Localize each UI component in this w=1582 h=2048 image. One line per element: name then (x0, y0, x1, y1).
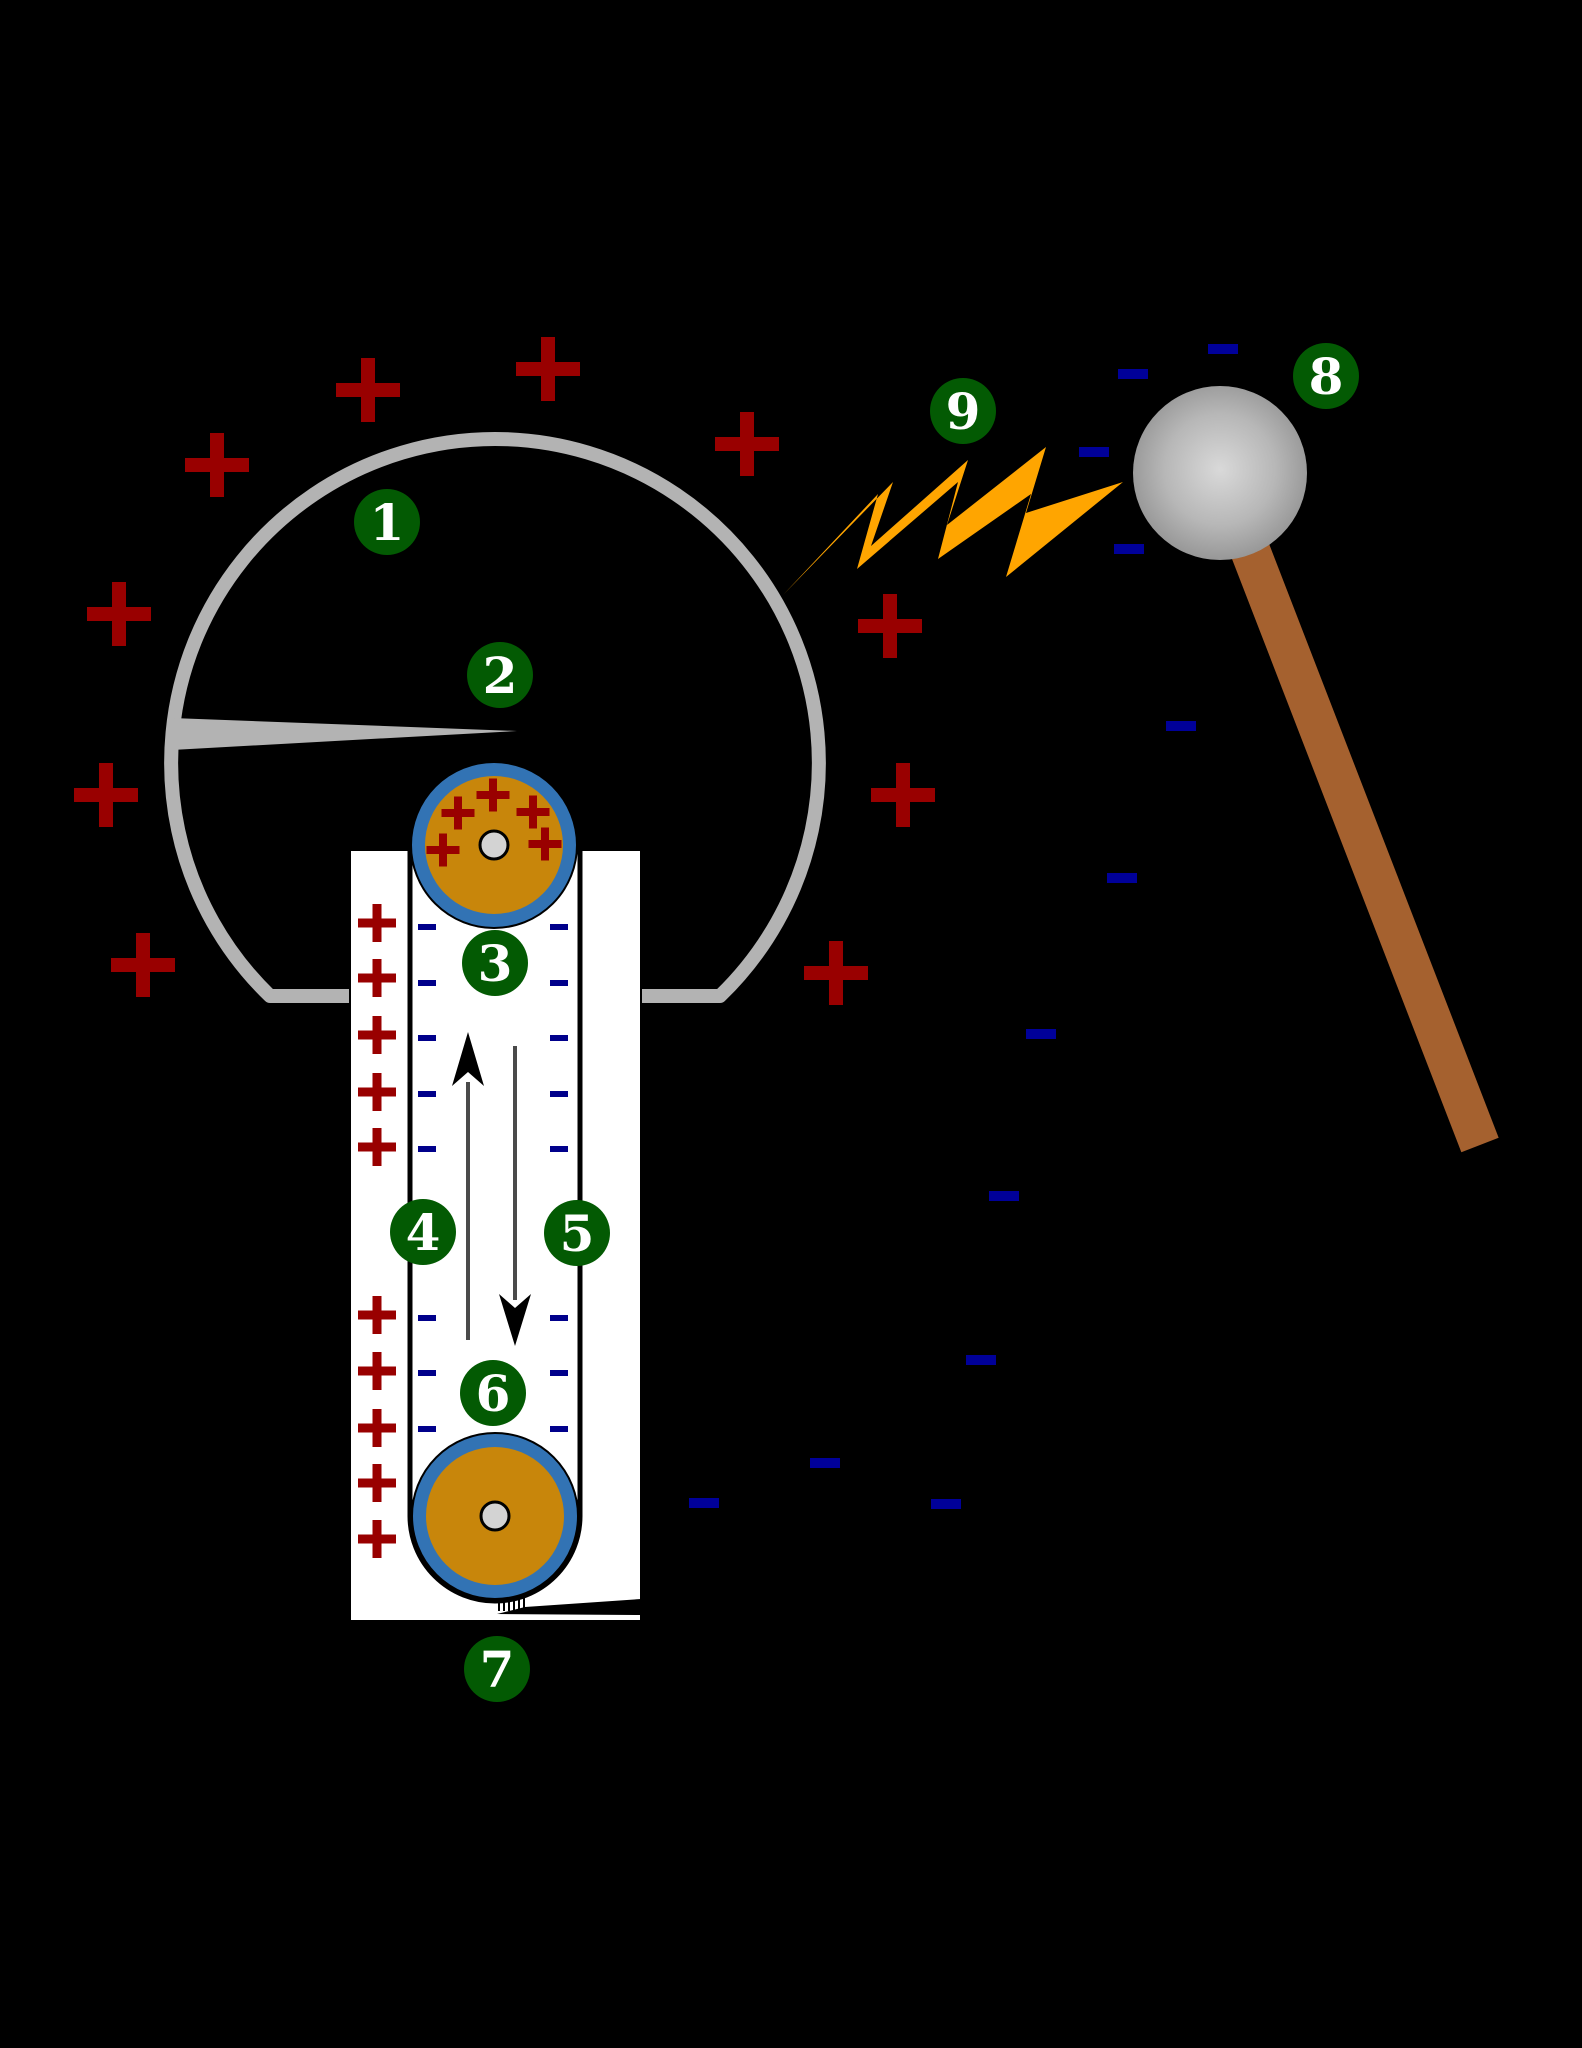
label-1-text: 1 (370, 493, 405, 552)
label-4: 4 (390, 1199, 456, 1265)
dome-shell (164, 432, 826, 1003)
label-6-circle (460, 1360, 526, 1426)
negative-charge-icon (418, 1370, 436, 1376)
negative-charge-icon (550, 980, 568, 986)
negative-charge-icon (418, 924, 436, 930)
label-6-text: 6 (476, 1364, 511, 1423)
brush-lead-wedge (497, 1599, 641, 1615)
label-2: 2 (467, 642, 533, 708)
negative-charge-icon (550, 1091, 568, 1097)
label-9: 9 (930, 378, 996, 444)
negative-charge-icon (550, 924, 568, 930)
positive-charge-icon (372, 1409, 382, 1447)
label-7: 7 (464, 1636, 530, 1702)
positive-charge-icon (541, 827, 549, 861)
lower-comb-electrode (497, 1598, 641, 1615)
positive-charge-icon (136, 933, 150, 997)
negative-charge-icon (966, 1355, 996, 1365)
positive-charge-icon (372, 1520, 382, 1558)
label-8-text: 8 (1309, 347, 1344, 406)
positive-charge-icon (372, 1296, 382, 1334)
positive-charge-icon (740, 412, 754, 476)
negative-charge-icon (418, 1146, 436, 1152)
label-3-text: 3 (478, 934, 513, 993)
label-8-circle (1293, 343, 1359, 409)
lower-roller-axle (479, 1500, 511, 1532)
upper-roller-charges (426, 778, 562, 867)
positive-charge-icon (372, 1464, 382, 1502)
negative-charge-icon (550, 1370, 568, 1376)
label-8: 8 (1293, 343, 1359, 409)
negative-charge-icon (1118, 369, 1148, 379)
negative-charge-icon (1079, 447, 1109, 457)
label-9-text: 9 (946, 382, 981, 441)
positive-charge-icon (372, 1128, 382, 1166)
lower-roller (411, 1432, 579, 1600)
label-9-circle (930, 378, 996, 444)
positive-charge-icon (529, 795, 537, 829)
positive-charge-icon (372, 904, 382, 942)
label-1: 1 (354, 489, 420, 555)
belt (407, 757, 583, 1604)
positive-charge-icon (439, 833, 447, 867)
negative-charge-icon (1026, 1029, 1056, 1039)
label-3: 3 (462, 930, 528, 996)
upper-roller-axle (478, 829, 510, 861)
negative-charge-icon (418, 1035, 436, 1041)
positive-charge-icon (372, 1073, 382, 1111)
label-1-circle (354, 489, 420, 555)
positive-charge-icon (210, 433, 224, 497)
positive-charge-icon (883, 594, 897, 658)
negative-charge-icon (1166, 721, 1196, 731)
positive-charge-icon (829, 941, 843, 1005)
label-7-text: 7 (480, 1640, 515, 1699)
positive-charge-icon (99, 763, 113, 827)
negative-charge-icon (931, 1499, 961, 1509)
label-2-text: 2 (483, 646, 518, 705)
positive-charge-icon (896, 763, 910, 827)
negative-charge-icon (1107, 873, 1137, 883)
negative-charge-icon (418, 980, 436, 986)
label-5-text: 5 (560, 1204, 595, 1263)
up-arrow-head (452, 1032, 484, 1086)
negative-charge-icon (418, 1091, 436, 1097)
down-arrow-head (499, 1294, 531, 1346)
upper-comb-electrode (172, 718, 517, 750)
label-6: 6 (460, 1360, 526, 1426)
negative-charge-icon (550, 1315, 568, 1321)
label-4-circle (390, 1199, 456, 1265)
charge-marks (74, 337, 1238, 1558)
discharge-sphere (1133, 386, 1307, 560)
label-2-circle (467, 642, 533, 708)
positive-charge-icon (541, 337, 555, 401)
label-7-circle (464, 1636, 530, 1702)
negative-charge-icon (418, 1426, 436, 1432)
belt-down-arrow (499, 1046, 531, 1346)
positive-charge-icon (112, 582, 126, 646)
positive-charge-icon (361, 358, 375, 422)
positive-charge-icon (372, 959, 382, 997)
negative-charge-icon (689, 1498, 719, 1508)
negative-charge-icon (550, 1035, 568, 1041)
positive-charge-icon (454, 796, 462, 830)
label-3-circle (462, 930, 528, 996)
negative-charge-icon (550, 1146, 568, 1152)
negative-charge-icon (1208, 344, 1238, 354)
negative-charge-icon (989, 1191, 1019, 1201)
belt-up-arrow (452, 1032, 484, 1340)
label-4-text: 4 (406, 1203, 441, 1262)
positive-charge-icon (372, 1016, 382, 1054)
label-5-circle (544, 1200, 610, 1266)
positive-charge-icon (372, 1352, 382, 1390)
negative-charge-icon (1114, 544, 1144, 554)
negative-charge-icon (550, 1426, 568, 1432)
negative-charge-icon (810, 1458, 840, 1468)
label-5: 5 (544, 1200, 610, 1266)
spark-bolt (783, 447, 1123, 595)
negative-charge-icon (418, 1315, 436, 1321)
positive-charge-icon (489, 778, 497, 812)
discharge-rod (1231, 542, 1499, 1153)
